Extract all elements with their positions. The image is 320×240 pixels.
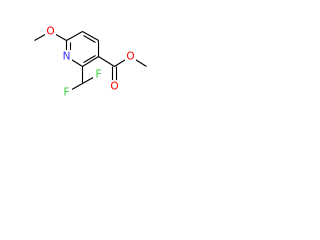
- fluorine-upper-label: F: [95, 69, 101, 81]
- atom-labels: N O F F O O: [45, 25, 136, 99]
- bond-c3-c4: [82, 31, 99, 41]
- bond-c4-carbonyl: [98, 56, 115, 67]
- bond-c5-c6-inner: [83, 55, 96, 63]
- carbonyl-oxygen-label: O: [110, 81, 118, 93]
- ester-oxygen-label: O: [126, 51, 134, 63]
- molecule-diagram: N O F F O O: [34, 25, 147, 99]
- bond-c5-c6: [82, 56, 99, 67]
- fluorine-lower-label: F: [63, 87, 69, 99]
- structure-canvas: N O F F O O: [0, 0, 152, 152]
- bond-c2-c3: [66, 31, 83, 41]
- bond-c3-c4-inner: [83, 35, 96, 43]
- ether-oxygen-label: O: [46, 26, 54, 38]
- ring-nitrogen-label: N: [63, 51, 71, 63]
